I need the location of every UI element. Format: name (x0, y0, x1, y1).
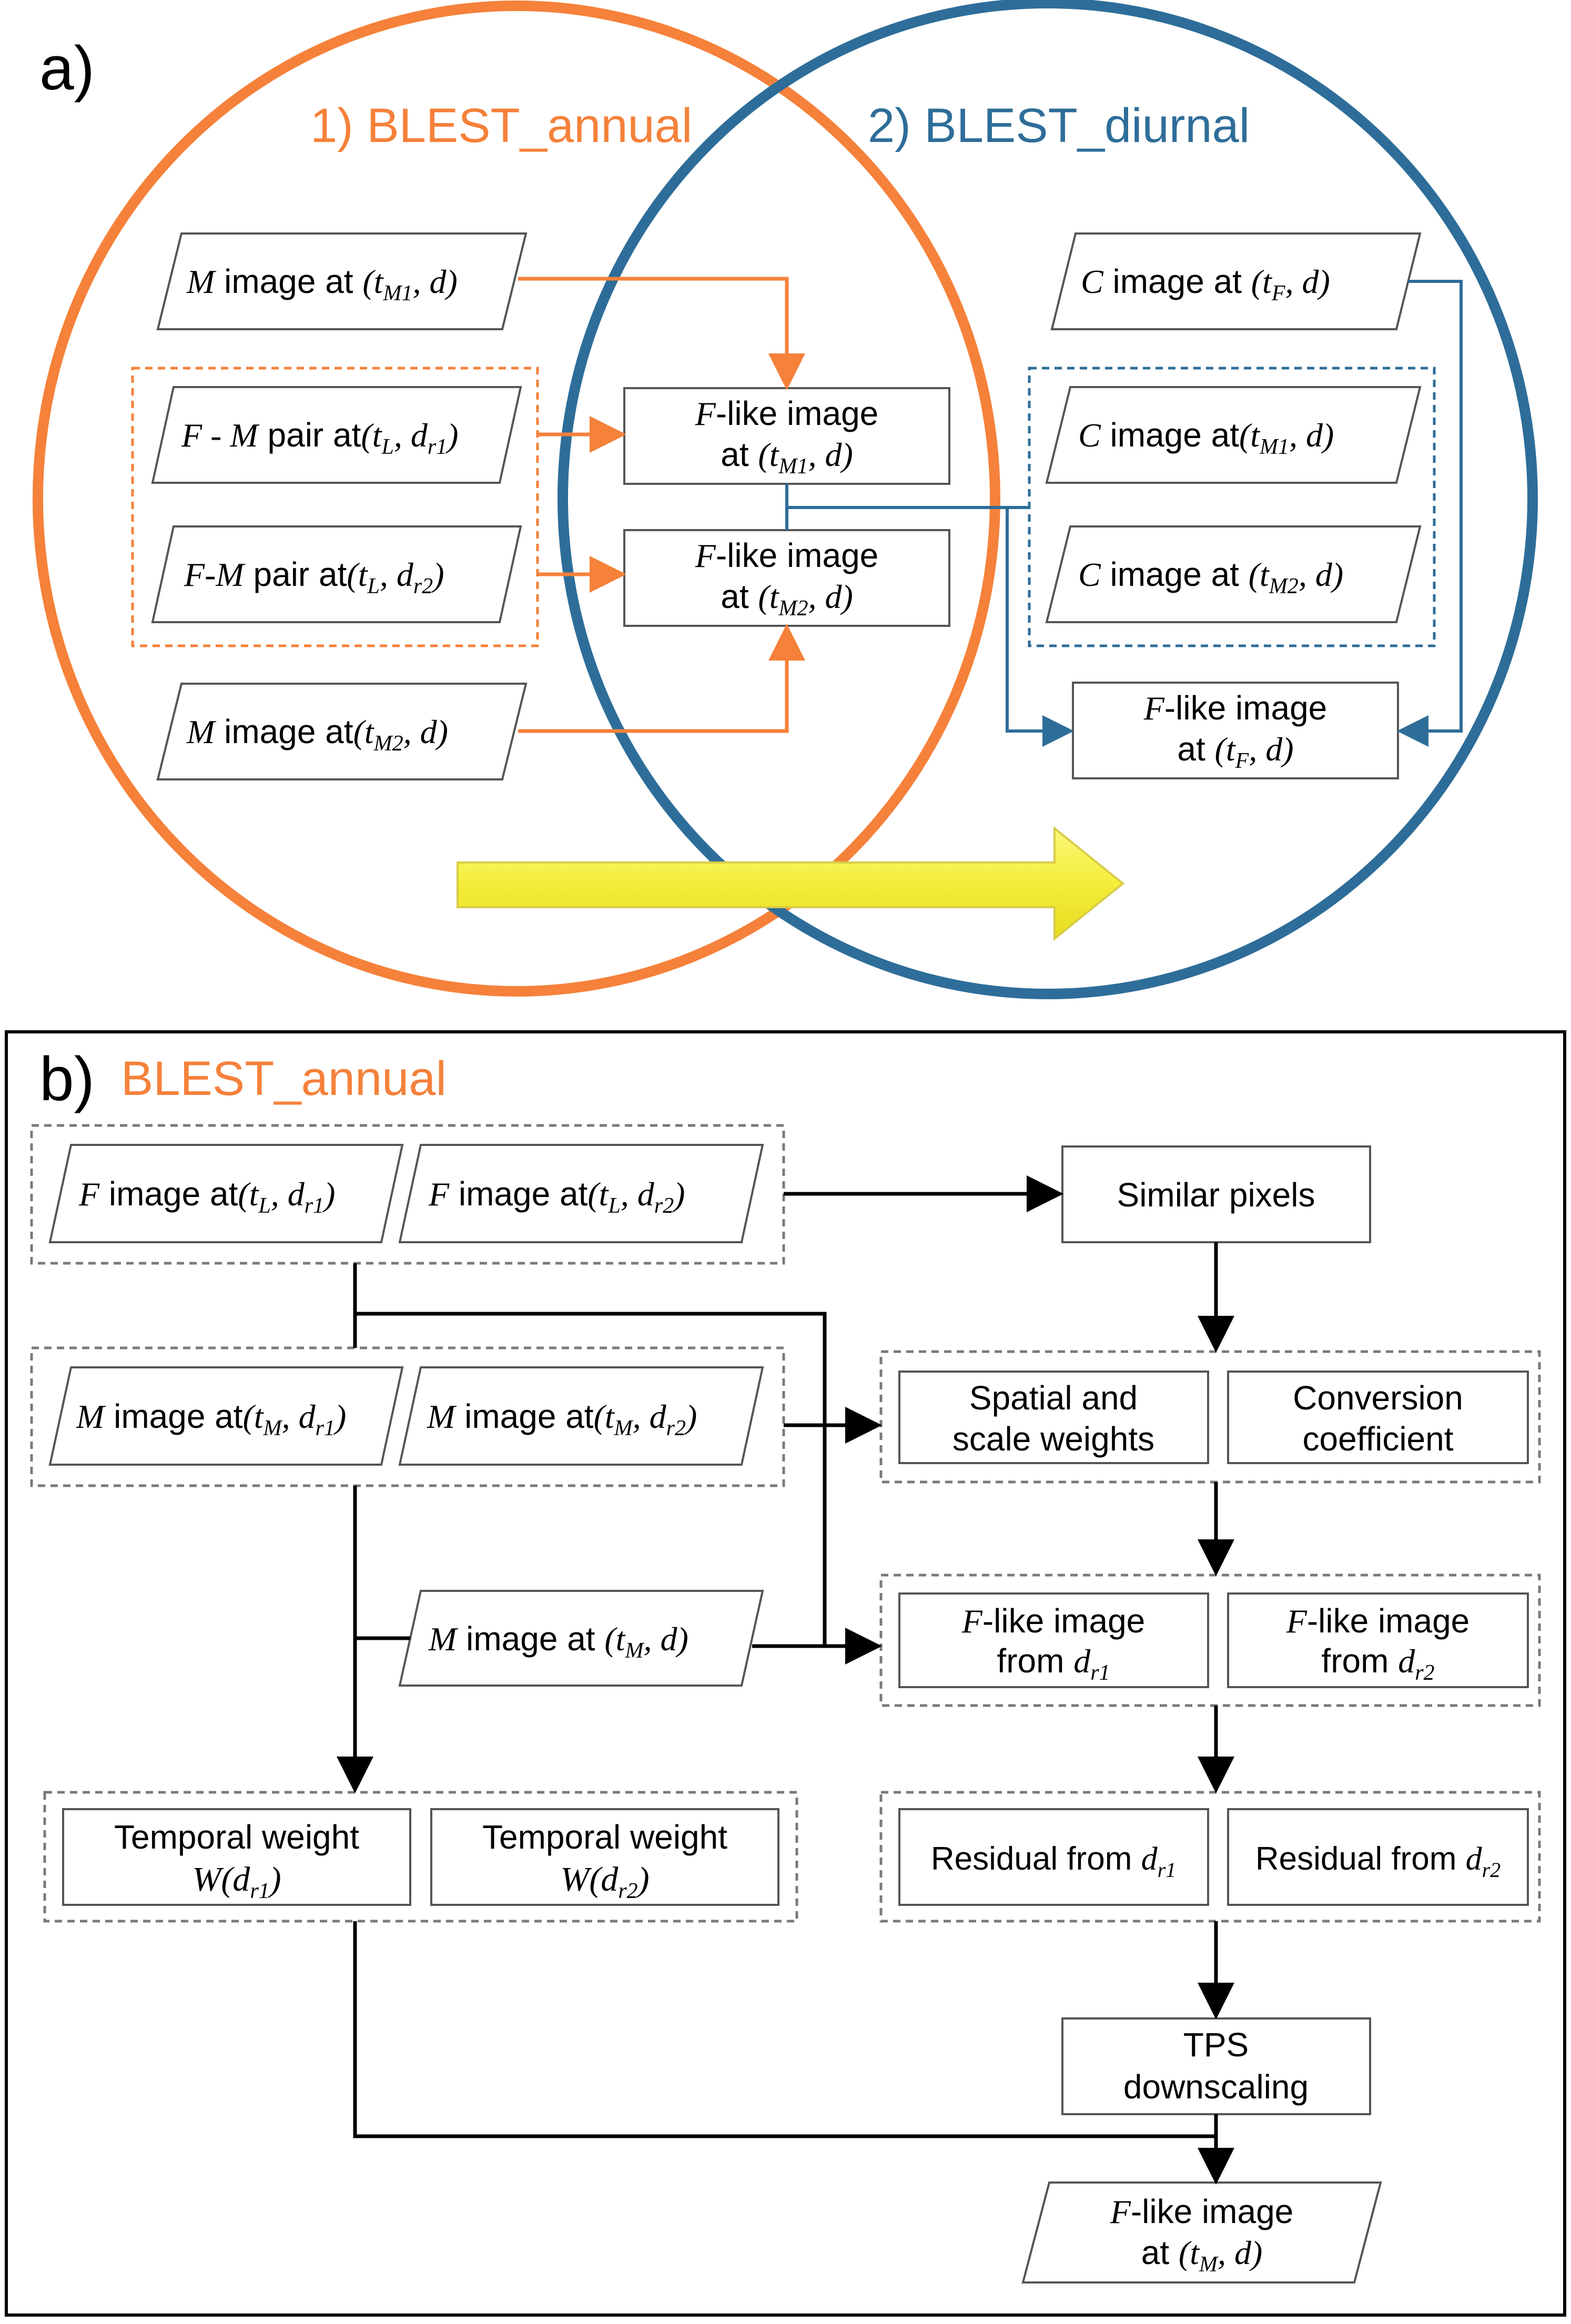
connector-temporal-to-final (353, 1921, 1216, 2138)
m-image-dr1-shape (48, 1366, 404, 1466)
final-flike-line2: at (tM, d) (1141, 2234, 1263, 2277)
conversion-coefficient-line1: Conversion (1293, 1379, 1463, 1417)
conversion-coefficient-line2: coefficient (1303, 1420, 1454, 1458)
tps-downscaling-box (1061, 2017, 1371, 2115)
c-image-tf-shape (1050, 232, 1422, 330)
flike-tf-line2: at (tF, d) (1177, 730, 1293, 773)
circle-diurnal (558, 0, 1538, 999)
conversion-coefficient-box (1227, 1371, 1529, 1464)
yellow-arrow-icon (457, 826, 1125, 941)
input-fm-pair-r1: F - M pair at(tL, dr1) (181, 416, 459, 459)
f-image-dr2: F image at(tL, dr2) (428, 1175, 685, 1218)
tps-downscaling-line1: TPS (1183, 2026, 1249, 2064)
c-image-tf: C image at (tF, d) (1081, 262, 1330, 306)
residual-dr1-box (898, 1808, 1209, 1906)
f-image-dr1: F image at(tL, dr1) (78, 1175, 335, 1218)
circle-diurnal-title: 2) BLEST_diurnal (868, 99, 1250, 153)
temporal-weight-dr1-box (62, 1808, 411, 1906)
residual-dr2-box (1227, 1808, 1529, 1906)
circle-annual-title: 1) BLEST_annual (310, 99, 692, 153)
flike-dr2-line1: F-like image (1286, 1602, 1470, 1640)
flike-tm1-line2: at (tM1, d) (721, 435, 853, 479)
arrow-m2-to-flike (518, 624, 805, 733)
flike-dr1-box (898, 1592, 1209, 1688)
spatial-weights-line1: Spatial and (969, 1379, 1138, 1417)
m-image-d: M image at (tM, d) (428, 1620, 688, 1663)
arrow-blue-left-to-flike-tf (1006, 508, 1074, 747)
flike-tf-line1: F-like image (1143, 689, 1327, 727)
c-image-tm1: C image at(tM1, d) (1078, 416, 1334, 459)
residual-dr2-label: Residual from dr2 (1255, 1841, 1501, 1882)
panel-b-frame (5, 1030, 1566, 2317)
fm-pair-group (131, 367, 539, 647)
m-image-dr2: M image at(tM, dr2) (427, 1397, 697, 1440)
connector-f-to-weights (355, 1312, 827, 1646)
arrow-m1-to-flike (518, 277, 805, 390)
c-image-tm2: C image at (tM2, d) (1078, 555, 1343, 598)
input-fm-pair-r2-shape (151, 525, 522, 623)
input-m-tm2: M image at(tM2, d) (186, 713, 448, 756)
m-image-dr1: M image at(tM, dr1) (76, 1397, 346, 1440)
c-image-tm1-shape (1045, 386, 1422, 484)
arrow-blue-right-to-flike-tf (1397, 280, 1463, 747)
flike-tm1-line1: F-like image (695, 394, 879, 432)
f-image-dr1-shape (48, 1144, 404, 1243)
temporal-weight-dr1-line1: Temporal weight (114, 1818, 359, 1856)
panel-b-label: b) (39, 1044, 95, 1114)
flike-dr1-line1: F-like image (961, 1602, 1146, 1640)
similar-pixels-label: Similar pixels (1117, 1176, 1315, 1214)
flike-tm2-box (623, 529, 950, 627)
panel-b-title: BLEST_annual (121, 1052, 447, 1105)
f-image-dr2-shape (398, 1144, 764, 1243)
spatial-weights-box (898, 1371, 1209, 1464)
final-flike-shape (1021, 2181, 1382, 2284)
circle-annual (33, 1, 1000, 997)
m-image-dr2-shape (398, 1366, 764, 1466)
flike-dr2-line2: from dr2 (1321, 1642, 1434, 1685)
spatial-weights-line2: scale weights (952, 1420, 1154, 1458)
residual-dr1-label: Residual from dr1 (931, 1841, 1176, 1882)
input-m-tm1-shape (156, 232, 528, 330)
flike-tm2-line1: F-like image (695, 536, 879, 574)
temporal-weight-dr1-line2: W(dr1) (192, 1860, 281, 1903)
tps-downscaling-line2: downscaling (1123, 2068, 1309, 2106)
c-image-tm2-shape (1045, 525, 1422, 623)
temporal-weight-dr2-line1: Temporal weight (482, 1818, 727, 1856)
flike-dr2-box (1227, 1592, 1529, 1688)
input-m-tm2-shape (156, 683, 528, 780)
panel-a-label: a) (39, 34, 95, 103)
input-m-tm1: M image at (tM1, d) (186, 262, 458, 306)
m-image-d-shape (398, 1590, 764, 1687)
flike-tm1-box (623, 387, 950, 485)
flike-dr1-line2: from dr1 (997, 1642, 1110, 1685)
panel-b: b) BLEST_annual F image at(tL, dr1) F im… (5, 1030, 1566, 2317)
input-fm-pair-r2: F-M pair at(tL, dr2) (184, 555, 444, 598)
final-flike-line1: F-like image (1110, 2193, 1294, 2230)
similar-pixels-box (1061, 1145, 1371, 1243)
input-fm-pair-r1-shape (151, 386, 522, 484)
panel-a: a) 1) BLEST_annual 2) BLEST_diurnal M im… (33, 0, 1538, 999)
temporal-group (43, 1791, 798, 1923)
flike-tm2-line2: at (tM2, d) (721, 577, 853, 621)
temporal-weight-dr2-line2: W(dr2) (560, 1860, 649, 1903)
m-image-group (30, 1346, 785, 1487)
temporal-weight-dr2-box (430, 1808, 779, 1906)
